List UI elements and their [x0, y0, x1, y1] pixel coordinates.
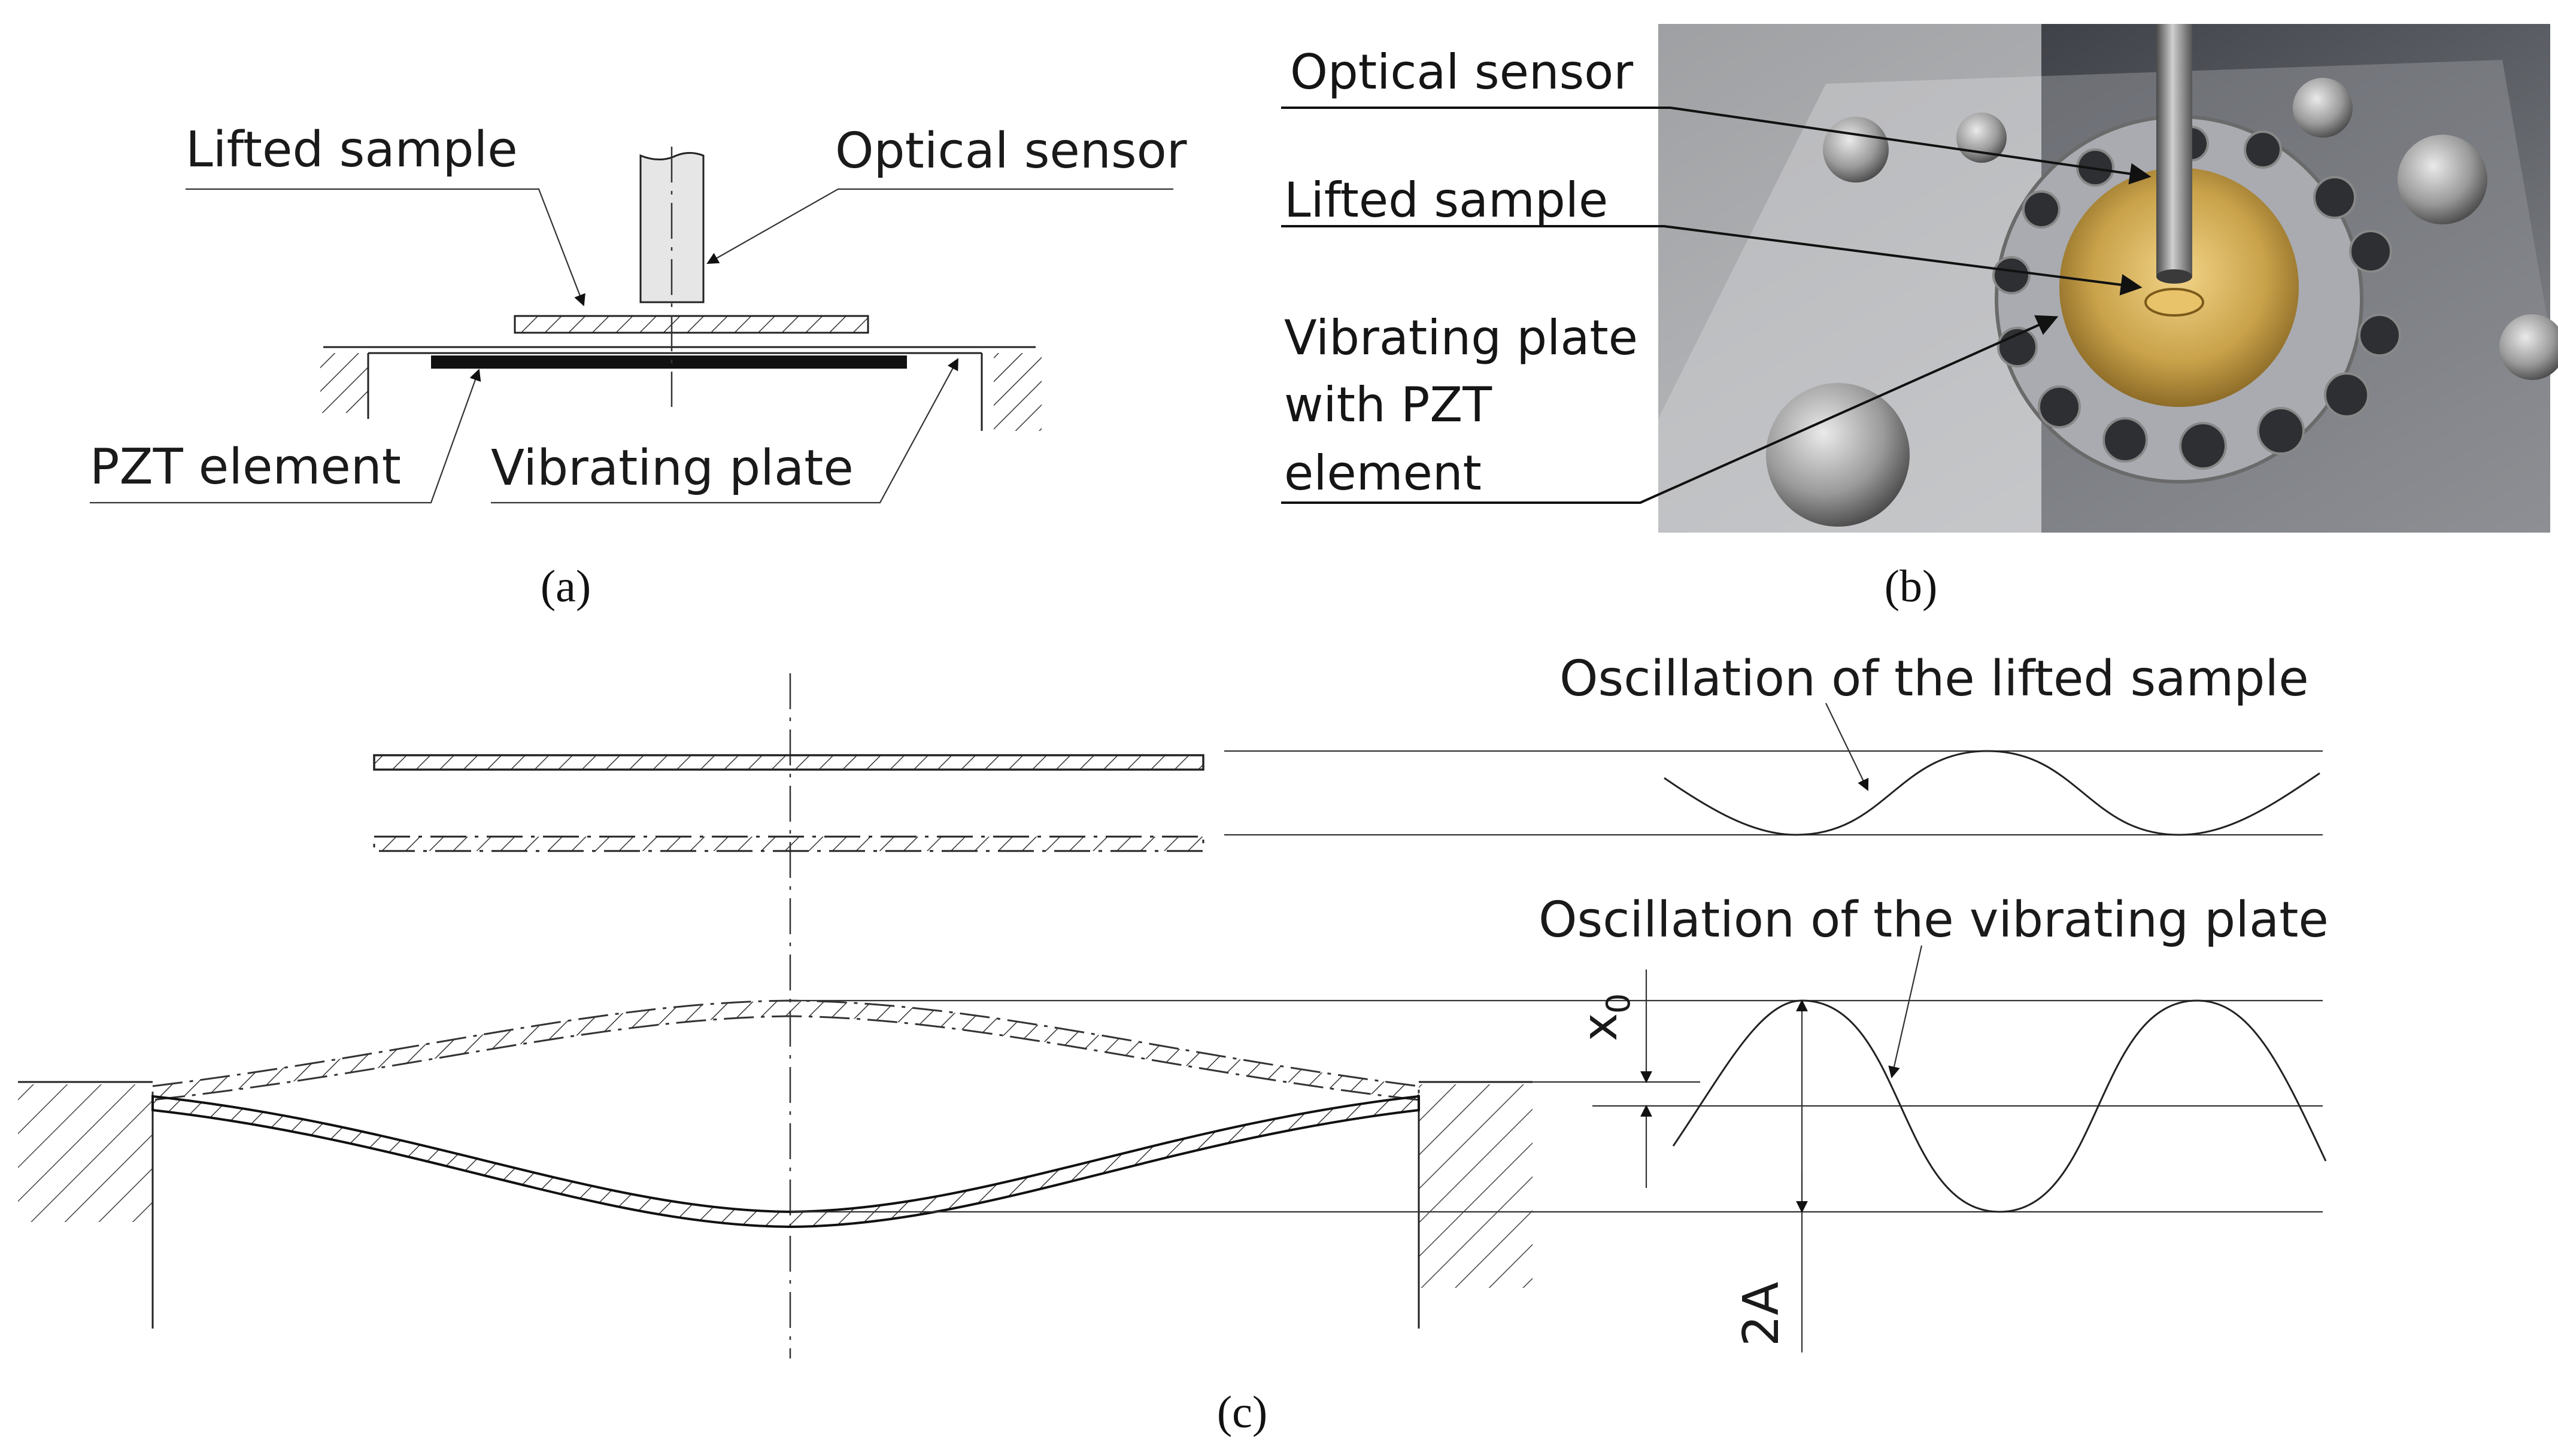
plate-oscillation-wave — [1672, 999, 2327, 1213]
sample-lower — [373, 835, 1204, 852]
ground-hatch-c-right — [1419, 1084, 1533, 1288]
large-bolt-left — [1766, 383, 1910, 527]
photo-leader-sample — [1281, 225, 2143, 296]
bolt-top-left — [1823, 117, 1889, 183]
photo-label-optical-sensor: Optical sensor — [1290, 44, 1633, 100]
panel-c: Oscillation of the lifted sample Oscilla… — [18, 651, 2329, 1437]
leader-oscillation-plate — [1888, 945, 1923, 1078]
panel-b: Optical sensor Lifted sample Vibrating p… — [1281, 24, 2558, 612]
photo-label-lifted-sample: Lifted sample — [1284, 172, 1608, 228]
caption-b: (b) — [1885, 561, 1938, 612]
sensor-rod — [2156, 24, 2192, 275]
photo-label-plate-2: with PZT — [1284, 377, 1492, 433]
leader-oscillation-sample — [1825, 703, 1869, 791]
label-pzt-element: PZT element — [90, 439, 401, 496]
label-2a: 2A — [1733, 1282, 1790, 1346]
label-2a-text: 2A — [1733, 1282, 1790, 1346]
brass-disc — [2059, 168, 2299, 407]
bolt-top-right — [2398, 135, 2487, 224]
panel-a: Lifted sample Optical sensor PZT element… — [90, 121, 1187, 612]
label-optical-sensor: Optical sensor — [835, 123, 1187, 180]
caption-c: (c) — [1217, 1387, 1267, 1437]
label-x0-sub: 0 — [1600, 993, 1637, 1014]
caption-a: (a) — [541, 561, 591, 612]
label-x0: x 0 — [1572, 993, 1637, 1041]
label-x0-main: x — [1572, 1013, 1628, 1041]
pzt-element — [431, 355, 907, 369]
sensor-tip — [2156, 269, 2192, 284]
label-vibrating-plate: Vibrating plate — [491, 440, 854, 497]
sample-upper — [373, 754, 1204, 771]
ground-hatch-c-left — [18, 1084, 153, 1222]
ground-hatch-left — [320, 353, 368, 413]
lifted-sample — [514, 315, 869, 334]
label-oscillation-plate: Oscillation of the vibrating plate — [1539, 892, 2329, 949]
sample-oscillation-wave — [1664, 750, 2320, 836]
label-lifted-sample: Lifted sample — [186, 121, 518, 178]
label-oscillation-sample: Oscillation of the lifted sample — [1559, 651, 2309, 707]
photo-leader-sensor — [1281, 107, 2152, 185]
photo-sample — [2144, 288, 2204, 317]
plate-lower-deflection — [151, 1095, 1420, 1229]
bolt-right — [2499, 314, 2558, 380]
bolt-top — [2293, 78, 2353, 138]
ring-bolts — [1992, 126, 2401, 470]
ground-hatch-right — [994, 353, 1042, 431]
plate-upper-deflection — [151, 999, 1420, 1101]
photo-leader-plate — [1281, 315, 2059, 504]
photo-label-plate-1: Vibrating plate — [1284, 310, 1638, 366]
photo-label-plate-3: element — [1284, 445, 1482, 501]
vibrating-plate — [323, 346, 1036, 431]
